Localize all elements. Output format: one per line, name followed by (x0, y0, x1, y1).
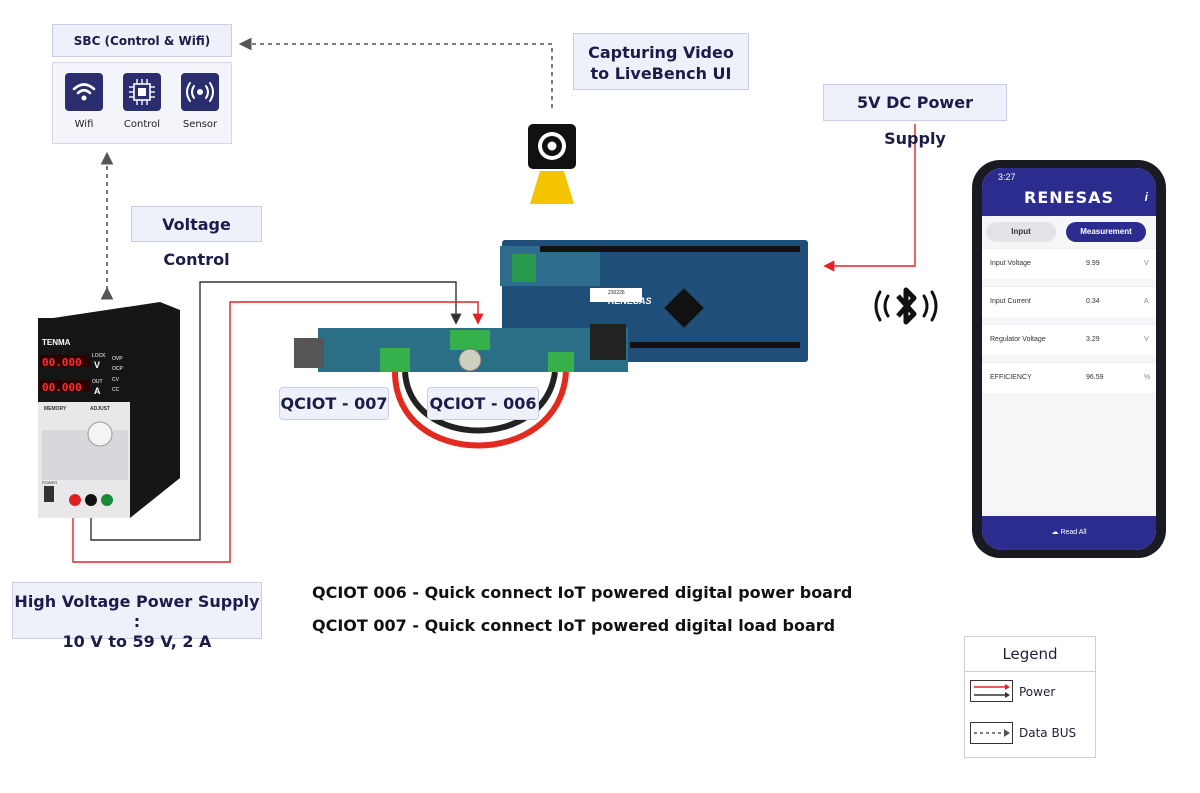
psu-ocp: OCP (112, 366, 123, 372)
capture-video-label: Capturing Video to LiveBench UI (573, 33, 749, 90)
psu-out: OUT (92, 379, 103, 385)
video-data-bus-line (238, 37, 553, 108)
psu-ovp: OVP (112, 356, 123, 362)
psu-black-wire (90, 281, 462, 541)
row-name: Regulator Voltage (990, 336, 1046, 343)
psu-adjust: ADJUST (90, 406, 111, 412)
board-brand: RENESAS (608, 296, 652, 306)
phone-screen: 3:27 RENESAS i Input Measurement Input V… (982, 168, 1156, 550)
chip-icon (123, 73, 161, 111)
row-unit: % (1144, 374, 1151, 381)
legend-power-label: Power (1019, 685, 1056, 699)
psu-cc: CC (112, 387, 120, 393)
qciot-007-label: QCIOT - 007 (279, 387, 389, 420)
psu-current-display: 00.000 (42, 381, 82, 394)
hv-supply-line2: 10 V to 59 V, 2 A (62, 632, 212, 651)
dc-supply-label: 5V DC Power Supply (823, 84, 1007, 148)
board-sticker: 230226 (608, 290, 625, 296)
read-all-label: Read All (1060, 529, 1087, 536)
row-name: Input Current (990, 298, 1031, 305)
capture-video-line2: to LiveBench UI (590, 64, 732, 83)
row-unit: V (1144, 336, 1149, 343)
board-black-cable (402, 371, 558, 434)
read-all-button[interactable]: ☁ Read All (982, 516, 1156, 550)
measurement-row: Input Voltage 9.99 V (982, 248, 1156, 279)
row-value: 0.34 (1086, 298, 1100, 305)
high-voltage-power-supply: TENMA 00.000 00.000 LOCK V OUT A OVP OCP… (30, 300, 190, 520)
psu-brand: TENMA (42, 338, 71, 347)
dc-supply-power-line (823, 124, 916, 272)
qciot-006-label: QCIOT - 006 (427, 387, 539, 420)
legend-data-bus-label: Data BUS (1019, 726, 1077, 740)
measurement-row: Input Current 0.34 A (982, 286, 1156, 317)
sensor-icon (181, 73, 219, 111)
power-legend-swatch (970, 680, 1013, 702)
row-value: 96.59 (1086, 374, 1104, 381)
sbc-panel: Wifi Control Sensor (52, 62, 232, 144)
row-name: Input Voltage (990, 260, 1031, 267)
phone-time: 3:27 (998, 172, 1016, 182)
psu-power: POWER (42, 480, 58, 485)
sbc-item-label: Control (123, 119, 161, 130)
row-value: 9.99 (1086, 260, 1100, 267)
app-header: 3:27 RENESAS i (982, 168, 1156, 216)
data-bus-legend-swatch (970, 722, 1013, 744)
sbc-item-label: Wifi (74, 119, 94, 130)
psu-red-wire (72, 301, 484, 563)
hv-supply-label: High Voltage Power Supply : 10 V to 59 V… (12, 582, 262, 651)
psu-memory: MEMORY (44, 406, 67, 412)
board-red-cable (392, 371, 569, 449)
legend-title: Legend (965, 637, 1095, 672)
boards-assembly: RENESAS 230226 (290, 238, 810, 378)
tab-measurement[interactable]: Measurement (1066, 222, 1146, 242)
measurement-row: EFFICIENCY 96.59 % (982, 362, 1156, 393)
bluetooth-icon (866, 282, 946, 332)
smartphone: 3:27 RENESAS i Input Measurement Input V… (972, 160, 1166, 558)
voltage-control-label: Voltage Control (131, 206, 262, 269)
capture-video-line1: Capturing Video (588, 43, 734, 62)
camera-icon (528, 124, 578, 204)
caption-qciot-007: QCIOT 007 - Quick connect IoT powered di… (312, 616, 836, 635)
psu-unit-a: A (94, 386, 101, 396)
sbc-item-label: Sensor (182, 119, 218, 130)
measurement-row: Regulator Voltage 3.29 V (982, 324, 1156, 355)
row-unit: V (1144, 260, 1149, 267)
wifi-icon (65, 73, 103, 111)
cloud-icon: ☁ (1051, 529, 1061, 536)
sbc-title: SBC (Control & Wifi) (52, 24, 232, 57)
row-value: 3.29 (1086, 336, 1100, 343)
legend: Legend Power Data BUS (964, 636, 1096, 758)
row-unit: A (1144, 298, 1149, 305)
tab-input[interactable]: Input (986, 222, 1056, 242)
row-name: EFFICIENCY (990, 374, 1032, 381)
psu-lock: LOCK (92, 353, 106, 359)
app-logo: RENESAS (1024, 188, 1114, 207)
hv-supply-line1: High Voltage Power Supply : (14, 592, 260, 631)
caption-qciot-006: QCIOT 006 - Quick connect IoT powered di… (312, 583, 853, 602)
psu-cv: CV (112, 377, 119, 383)
psu-unit-v: V (94, 360, 101, 370)
psu-voltage-display: 00.000 (42, 356, 82, 369)
info-icon[interactable]: i (1144, 190, 1148, 204)
